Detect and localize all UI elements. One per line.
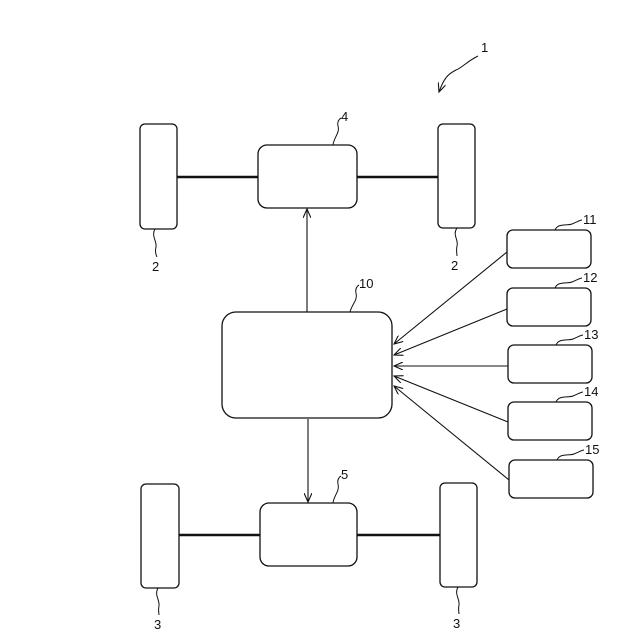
sensor-11-leader bbox=[555, 220, 582, 230]
front-left-wheel bbox=[140, 124, 177, 229]
sensor-13-leader bbox=[556, 335, 583, 345]
sensor-box-12 bbox=[507, 288, 591, 326]
sensor-12-ref-label: 12 bbox=[583, 270, 597, 285]
rear-left-wheel-leader bbox=[157, 588, 160, 615]
front-unit-leader bbox=[333, 118, 341, 145]
sensor-12-leader bbox=[555, 278, 582, 288]
front-right-wheel-ref-label: 2 bbox=[451, 258, 458, 273]
rear-right-wheel-ref-label: 3 bbox=[453, 616, 460, 631]
rear-unit-leader bbox=[333, 476, 341, 503]
sensor-box-14 bbox=[508, 402, 592, 440]
sensor-12-arrow bbox=[394, 309, 507, 355]
rear-unit-box bbox=[260, 503, 357, 566]
front-left-wheel-ref-label: 2 bbox=[152, 259, 159, 274]
sensor-14-arrow bbox=[394, 376, 508, 422]
controller-leader bbox=[350, 285, 359, 312]
rear-left-wheel bbox=[141, 484, 179, 588]
sensor-15-arrow bbox=[394, 386, 509, 480]
controller-ref-label: 10 bbox=[359, 276, 373, 291]
sensor-13-ref-label: 13 bbox=[584, 327, 598, 342]
vehicle-ref-label: 1 bbox=[481, 40, 488, 55]
controller-box bbox=[222, 312, 392, 418]
sensor-11-ref-label: 11 bbox=[583, 212, 597, 227]
sensor-14-ref-label: 14 bbox=[584, 384, 598, 399]
front-left-wheel-leader bbox=[154, 229, 157, 257]
vehicle-leader-arrow bbox=[439, 56, 478, 92]
sensor-box-15 bbox=[509, 460, 593, 498]
front-unit-ref-label: 4 bbox=[341, 109, 348, 124]
sensor-15-ref-label: 15 bbox=[585, 442, 599, 457]
front-right-wheel-leader bbox=[455, 228, 457, 256]
sensor-box-13 bbox=[508, 345, 592, 383]
front-unit-box bbox=[258, 145, 357, 208]
rear-unit-ref-label: 5 bbox=[341, 467, 348, 482]
front-right-wheel bbox=[438, 124, 475, 228]
rear-left-wheel-ref-label: 3 bbox=[154, 617, 161, 632]
rear-right-wheel-leader bbox=[457, 587, 460, 614]
sensor-15-leader bbox=[557, 450, 584, 460]
sensor-box-11 bbox=[507, 230, 591, 268]
rear-right-wheel bbox=[440, 483, 477, 587]
sensor-14-leader bbox=[556, 392, 583, 402]
